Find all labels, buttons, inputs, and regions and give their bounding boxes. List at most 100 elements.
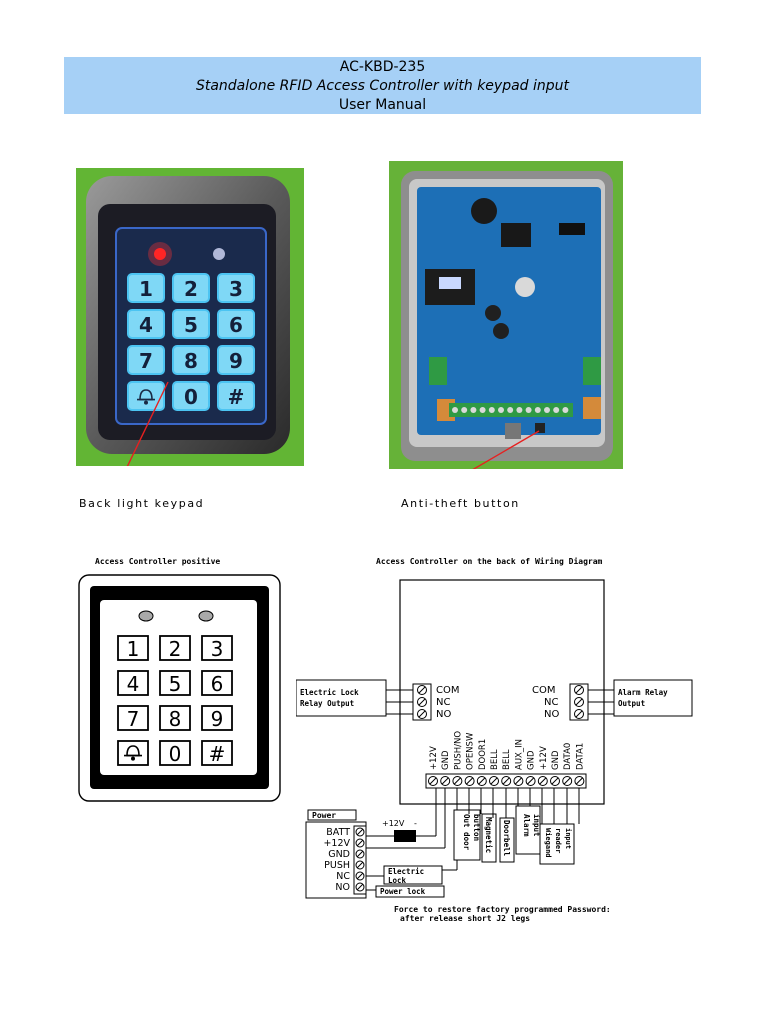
strip-label: DATA1 (575, 743, 585, 770)
bell-icon (124, 745, 142, 761)
antitheft-caption: Anti-theft button (401, 497, 520, 510)
electric-lock-label: Electric Lock (300, 688, 359, 697)
pcb-terminal-screw (553, 407, 560, 413)
wiring-title: Access Controller on the back of Wiring … (376, 557, 603, 566)
power-terminal-label: NO (335, 882, 350, 893)
power-terminal-label: NC (336, 871, 350, 882)
strip-screw-slot (576, 777, 583, 785)
strip-label: DATA0 (563, 743, 573, 770)
document-type: User Manual (338, 97, 427, 113)
photo-key-label: 8 (184, 349, 198, 373)
electric-lock-box-l2: Lock (388, 876, 407, 885)
photo-key (127, 309, 165, 339)
power-screw-slot (356, 850, 364, 858)
photo-key (172, 345, 210, 375)
front-key (117, 635, 149, 661)
product-subtitle: Standalone RFID Access Controller with k… (195, 78, 570, 94)
photo-key-label: 0 (184, 385, 198, 409)
photo-key-label: 3 (229, 277, 243, 301)
battery-minus-label: - (414, 819, 417, 828)
photo-key (127, 273, 165, 303)
backlight-caption: Back light keypad (79, 497, 205, 510)
front-key (159, 635, 191, 661)
photo-key (217, 381, 255, 411)
relay-left-nc: NC (436, 697, 450, 708)
pcb-terminal-screw (544, 407, 550, 413)
front-key (201, 740, 233, 766)
front-key-label: 2 (169, 637, 182, 661)
doorbell-label: Doorbell (502, 820, 511, 856)
strip-label: BELL (490, 749, 500, 770)
front-key (117, 705, 149, 731)
pcb-terminal-screw (534, 407, 541, 413)
pcb-terminal-screw (488, 407, 495, 413)
relay-screw-slot (575, 686, 583, 694)
relay-right-com: COM (532, 685, 555, 696)
power-lock-label: Power lock (380, 887, 426, 896)
relay-left-no: NO (436, 709, 451, 720)
wiring-diagram: Access Controller on the back of Wiring … (295, 557, 696, 932)
strip-screw-slot (490, 777, 498, 785)
front-key (201, 670, 233, 696)
relay-screw-slot (575, 710, 583, 718)
front-key-label: 4 (127, 672, 140, 696)
front-key (117, 740, 149, 766)
power-screw-slot (356, 883, 364, 891)
photo-key (217, 345, 255, 375)
footnote-l2: after release short J2 legs (400, 914, 530, 923)
front-key (159, 740, 191, 766)
photo-key (217, 273, 255, 303)
photo-key-label: 1 (139, 277, 153, 301)
photo-key-label: 7 (139, 349, 153, 373)
power-title: Power (312, 811, 336, 820)
photo-key (127, 345, 165, 375)
power-screw-slot (356, 828, 364, 836)
power-terminal-label: BATT (326, 827, 350, 838)
pcb-terminal-screw (461, 407, 468, 413)
relay-right-no: NO (544, 709, 559, 720)
front-key-label: 1 (127, 637, 140, 661)
document-header: AC-KBD-235 Standalone RFID Access Contro… (64, 57, 701, 114)
front-key-label: 8 (169, 707, 182, 731)
photo-key-label: 9 (229, 349, 243, 373)
alarm-input-l1: Alarm (522, 814, 531, 837)
strip-screw-slot (563, 777, 571, 785)
wiegand-l3: input (564, 828, 572, 849)
strip-label: +12V (429, 746, 439, 770)
footnote-l1: Force to restore factory programmed Pass… (394, 905, 611, 914)
front-view-title: Access Controller positive (95, 557, 221, 566)
relay-screw-slot (418, 686, 426, 694)
strip-screw-slot (502, 777, 510, 785)
front-key-label: # (209, 742, 226, 766)
front-key (159, 705, 191, 731)
outdoor-button-l1: Out door (462, 814, 471, 851)
model-title: AC-KBD-235 (339, 59, 426, 75)
strip-label: GND (441, 750, 451, 770)
strip-screw-slot (466, 777, 473, 785)
pcb-terminal-screw (479, 407, 486, 413)
pcb-terminal-screw (516, 407, 523, 413)
power-screw-slot (356, 861, 364, 869)
power-screw-slot (356, 839, 364, 847)
relay-screw-slot (418, 698, 426, 706)
pcb-photo (389, 161, 623, 469)
pcb-terminal-screw (470, 407, 477, 413)
power-terminal-label: GND (328, 849, 350, 860)
strip-label: DOOR1 (478, 739, 488, 770)
front-key (201, 635, 233, 661)
pcb-terminal-screw (498, 407, 504, 413)
pcb-terminal-screw (525, 407, 532, 413)
strip-screw-slot (551, 777, 559, 785)
strip-label: PUSH/NO (453, 731, 463, 770)
strip-screw-slot (454, 777, 461, 785)
strip-screw-slot (478, 777, 486, 785)
front-key (201, 705, 233, 731)
front-key (117, 670, 149, 696)
relay-right-nc: NC (544, 697, 558, 708)
photo-key-label: 5 (184, 313, 198, 337)
strip-screw-slot (441, 777, 449, 785)
photo-key (127, 381, 165, 411)
relay-screw-slot (575, 698, 583, 706)
front-key-label: 3 (211, 637, 224, 661)
